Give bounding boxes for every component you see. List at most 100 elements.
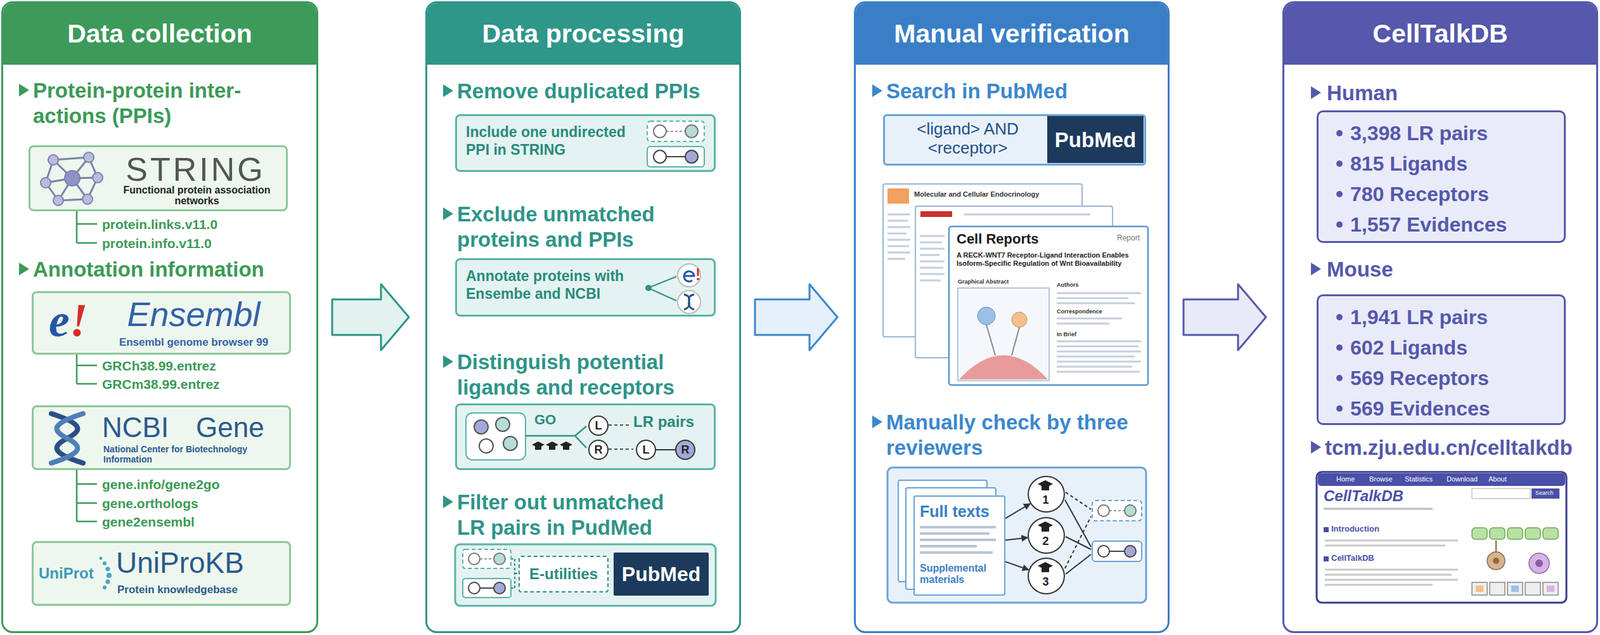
label-text: Statistics [1404,474,1433,484]
node-text: Functional protein association networks [119,185,275,207]
panel-header: Manual verification [855,3,1168,65]
node-text: 1,941 LR pairs [1350,304,1554,330]
bullet-dot [1336,160,1343,167]
panel-header: Data collection [3,3,317,65]
svg-rect [1323,526,1329,532]
svg-line [1324,578,1459,581]
label-text: In Brief [1056,330,1077,338]
label-text: CellTalkDB [1323,486,1404,506]
svg-line [887,232,907,235]
svg-circle [653,150,667,163]
svg-line [887,226,911,229]
bullet-dot [1336,374,1343,381]
panel-header: CellTalkDB [1284,3,1597,65]
svg-rect [1542,527,1559,539]
dots-icon [96,554,115,594]
svg-circle [83,152,94,163]
svg-rect [1471,488,1531,499]
svg-rect [1323,555,1329,562]
svg-g [1064,491,1091,574]
node-text: Gene [195,412,279,443]
label-text: Exclude unmatched proteins and PPIs [457,201,711,252]
svg-line [1056,302,1135,305]
block-arrow [1183,283,1266,350]
svg-line [1109,509,1125,511]
panel-header: Data processing [427,3,740,65]
svg-circle [92,172,103,183]
svg-circle [40,177,51,188]
svg-g [887,214,911,259]
svg-polygon [872,84,883,97]
svg-g [40,152,103,206]
svg-line [1495,540,1497,552]
connector-line [1005,503,1031,518]
svg-circle [653,124,667,138]
connector-svg [855,3,1168,631]
label-text: Introduction [1331,523,1380,534]
node-text: NCBI [102,412,185,443]
svg-path [76,211,97,243]
node-text: R [676,440,695,459]
svg-circle [1011,311,1027,328]
svg-g [1471,527,1559,539]
svg-rect [1525,581,1541,595]
logo-box: NCBIGeneNational Center for Biotechnolog… [31,405,291,470]
svg-rect [1041,526,1050,532]
svg-rect [887,467,1147,603]
svg-rect [647,121,705,142]
svg-circle [106,572,112,578]
tree-lines [76,211,97,522]
node-text: PubMed [613,552,709,596]
node-text: L [637,440,655,459]
svg-rect [1316,471,1567,603]
svg-circle [685,124,698,138]
ligand-circle: L [588,415,609,436]
svg-line [1056,370,1140,373]
label-text: Graphical Abstract [957,278,1009,286]
svg-path [608,424,634,449]
svg-rect [1507,581,1523,595]
label-text: Report [1116,233,1140,243]
svg-circle [48,154,59,165]
svg-rect [1092,500,1142,521]
svg-circle [474,419,489,434]
svg-line [651,289,677,301]
svg-rect [462,578,511,598]
svg-circle [1097,504,1110,517]
svg-line [919,241,942,244]
svg-polygon [443,495,454,508]
label-text: Protein-protein inter- actions (PPIs) [32,77,287,129]
svg-line [1056,322,1110,325]
svg-rect [647,146,705,167]
svg-path [959,354,1048,380]
svg-rect [1471,527,1488,539]
svg-line [1056,297,1129,300]
svg-circle [495,417,510,432]
svg-polygon [443,84,454,97]
svg-polygon [443,207,454,220]
svg-rect [1317,472,1566,486]
panel-column: Data processingInclude one undirected PP… [425,1,742,633]
svg-rect [1489,527,1505,539]
connector-line [656,448,676,451]
svg-circle [493,552,506,565]
label-text: Cell Reports [956,230,1039,248]
svg-circle [105,566,111,572]
svg-rect [948,226,1149,385]
label-text: GRCh38.99.entrez [102,357,217,374]
panel-column: Data collectionSTRINGFunctional protein … [1,1,319,633]
node-text: 569 Evidences [1350,396,1554,421]
svg-g [1056,292,1142,372]
node-text: LR pairs [633,412,695,432]
svg-rect [465,412,526,460]
node-text: UniProt [38,564,94,583]
svg-line [1056,340,1142,343]
svg-circle [1124,545,1136,557]
website-screenshot [1316,471,1567,603]
svg-rect [1475,585,1484,592]
node-text: UniProKB [116,546,284,579]
svg-path [76,469,97,522]
label-text: Human [1326,80,1398,106]
bullet-dot [1336,129,1343,137]
svg-rect [1092,540,1142,562]
